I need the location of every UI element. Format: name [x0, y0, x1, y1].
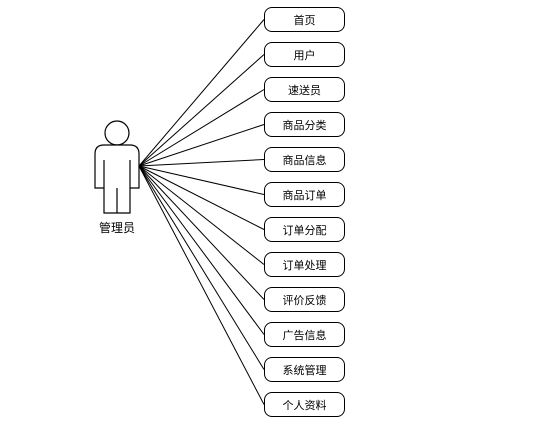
- use-case-box[interactable]: 个人资料: [264, 392, 345, 417]
- use-case-box[interactable]: 首页: [264, 7, 345, 32]
- association-line: [138, 165, 265, 335]
- use-case-box[interactable]: 速送员: [264, 77, 345, 102]
- use-case-box[interactable]: 商品订单: [264, 182, 345, 207]
- use-case-box[interactable]: 系统管理: [264, 357, 345, 382]
- association-line: [138, 54, 265, 167]
- use-case-box[interactable]: 订单处理: [264, 252, 345, 277]
- use-case-box[interactable]: 广告信息: [264, 322, 345, 347]
- association-line: [138, 159, 265, 167]
- association-line: [138, 165, 265, 370]
- actor-label: 管理员: [98, 221, 135, 235]
- association-line: [138, 165, 265, 300]
- use-case-box[interactable]: 商品分类: [264, 112, 345, 137]
- actor-body: [94, 144, 140, 214]
- association-line: [138, 19, 265, 167]
- association-line: [138, 89, 265, 167]
- use-case-box[interactable]: 评价反馈: [264, 287, 345, 312]
- use-case-box[interactable]: 商品信息: [264, 147, 345, 172]
- association-line: [138, 165, 265, 195]
- association-line: [138, 165, 265, 230]
- association-line: [138, 165, 265, 405]
- association-line: [138, 124, 265, 167]
- use-case-box[interactable]: 订单分配: [264, 217, 345, 242]
- use-case-box[interactable]: 用户: [264, 42, 345, 67]
- association-lines: [138, 19, 265, 405]
- actor-head: [104, 120, 130, 146]
- actor-figure-icon: [94, 120, 140, 214]
- association-line: [138, 165, 265, 265]
